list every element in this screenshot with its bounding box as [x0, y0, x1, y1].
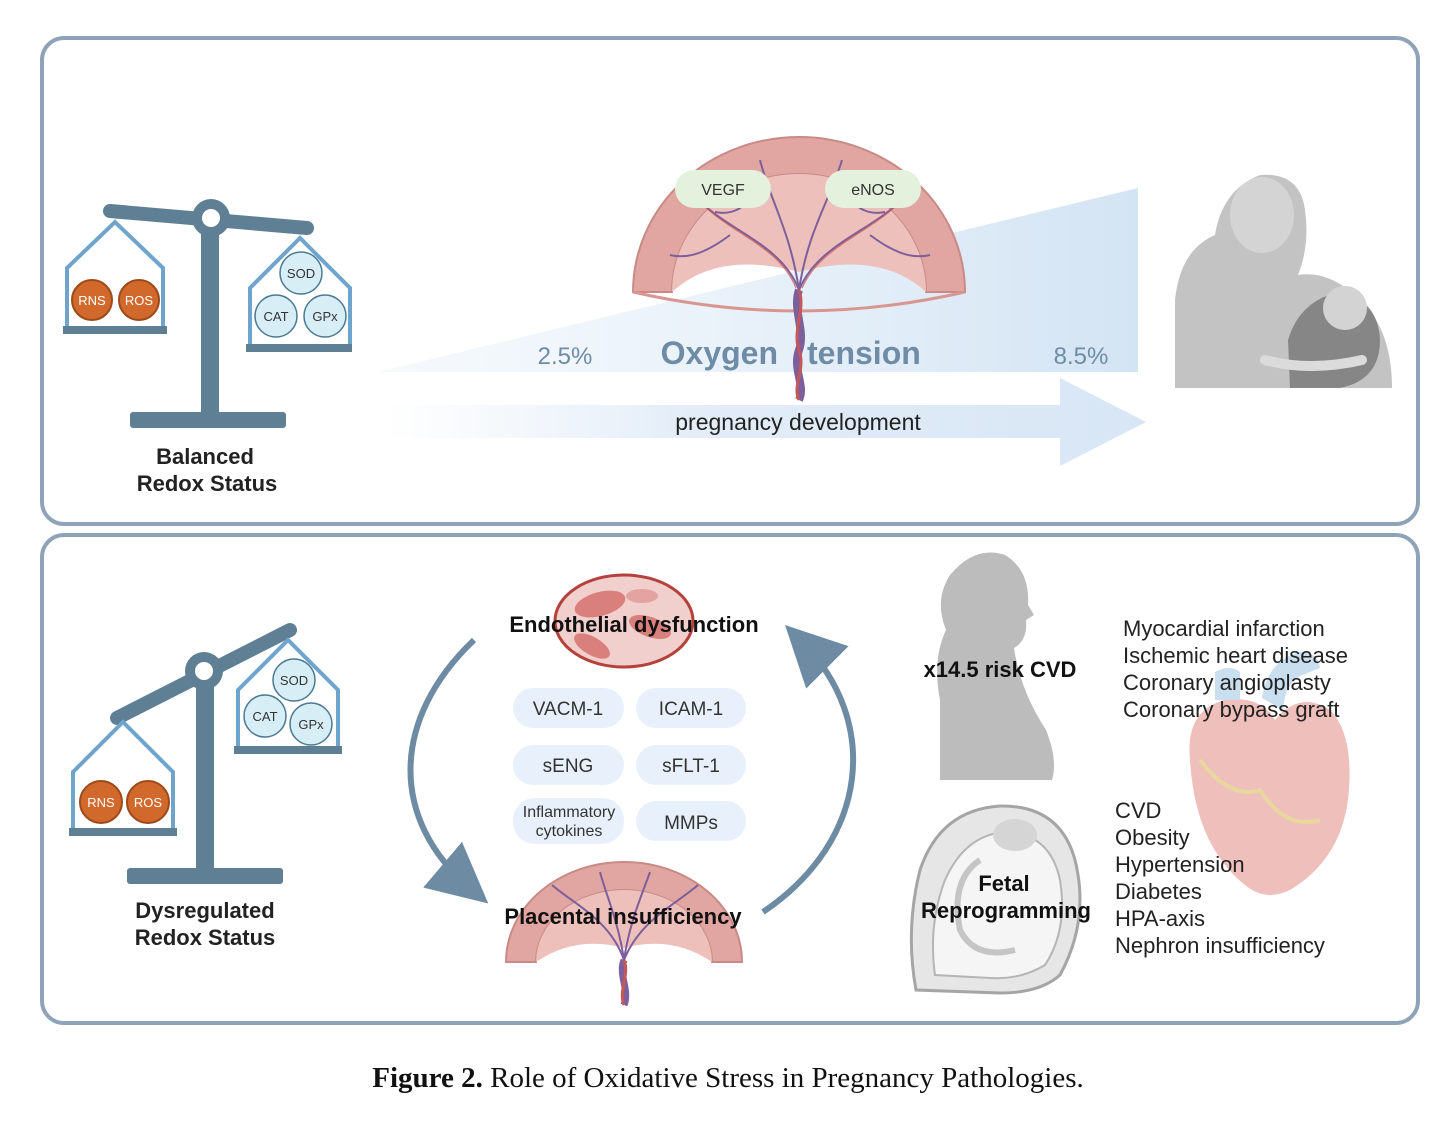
balanced-label-line1: Balanced — [156, 444, 254, 469]
fetal-outcome-item: HPA-axis — [1115, 906, 1205, 931]
sod-label: SOD — [280, 673, 308, 688]
figure-caption: Figure 2. Role of Oxidative Stress in Pr… — [0, 1062, 1456, 1095]
cytokines-label: cytokines — [536, 823, 603, 840]
sod-label: SOD — [287, 266, 315, 281]
placental-insufficiency-label: Placental insufficiency — [504, 904, 742, 929]
rns-molecule — [79, 780, 123, 824]
maternal-outcome-item: Ischemic heart disease — [1123, 643, 1348, 668]
cat-label: CAT — [263, 309, 288, 324]
fetal-outcome-item: Diabetes — [1115, 879, 1202, 904]
vegf-label: VEGF — [701, 182, 745, 199]
cat-label: CAT — [252, 709, 277, 724]
mmps-label: MMPs — [664, 813, 718, 834]
fetal-label-line2: Reprogramming — [921, 898, 1091, 923]
gpx-label: GPx — [312, 309, 338, 324]
maternal-outcomes-list: Myocardial infarction Ischemic heart dis… — [1123, 616, 1348, 722]
dysregulated-scale — [69, 623, 342, 884]
cat-molecule — [254, 294, 298, 338]
mother-baby-illustration — [1175, 174, 1392, 388]
fetal-outcome-item: CVD — [1115, 798, 1161, 823]
caption-text: Role of Oxidative Stress in Pregnancy Pa… — [482, 1062, 1084, 1094]
bottom-ros-group: RNS ROS — [79, 780, 170, 824]
fetal-outcome-item: Hypertension — [1115, 852, 1245, 877]
rns-label: RNS — [87, 795, 115, 810]
balanced-scale — [63, 199, 352, 428]
rns-molecule — [71, 279, 113, 321]
dysregulated-label-line1: Dysregulated — [135, 898, 274, 923]
caption-label: Figure 2. — [372, 1062, 483, 1094]
dysregulated-label-line2: Redox Status — [135, 925, 276, 950]
gpx-molecule — [289, 702, 333, 746]
oxygen-title-right: tension — [807, 335, 921, 371]
pregnancy-development-label: pregnancy development — [675, 409, 921, 435]
enos-badge: eNOS — [825, 170, 921, 208]
vegf-badge: VEGF — [675, 170, 771, 208]
ros-molecule — [118, 279, 160, 321]
pregnant-woman-illustration — [937, 552, 1054, 780]
cycle-arrow-right — [761, 625, 857, 915]
sod-molecule — [279, 251, 323, 295]
enos-label: eNOS — [851, 182, 895, 199]
marker-pills: VACM-1 ICAM-1 sENG sFLT-1 Inflammatory c… — [513, 688, 746, 844]
placenta-insufficient-illustration — [504, 861, 744, 1007]
oxygen-title-left: Oxygen — [661, 335, 778, 371]
fetal-outcomes-list: CVD Obesity Hypertension Diabetes HPA-ax… — [1115, 798, 1325, 958]
maternal-outcome-item: Coronary angioplasty — [1123, 670, 1331, 695]
balanced-label-line2: Redox Status — [137, 471, 278, 496]
ros-label: ROS — [134, 795, 163, 810]
gpx-molecule — [303, 294, 347, 338]
top-ros-group: RNS ROS — [71, 279, 160, 321]
endothelial-cell-illustration — [553, 573, 695, 669]
maternal-outcome-item: Myocardial infarction — [1123, 616, 1325, 641]
oxygen-low-value: 2.5% — [538, 343, 593, 370]
inflammatory-label: Inflammatory — [523, 804, 615, 821]
maternal-risk-label: x14.5 risk CVD — [924, 657, 1077, 682]
fetal-label-line1: Fetal — [978, 871, 1029, 896]
gpx-label: GPx — [298, 717, 324, 732]
cycle-arrow-left — [407, 637, 489, 904]
rns-label: RNS — [78, 293, 106, 308]
heart-illustration — [1189, 652, 1350, 895]
oxygen-high-value: 8.5% — [1054, 343, 1109, 370]
endothelial-dysfunction-label: Endothelial dysfunction — [509, 612, 758, 637]
vacm1-label: VACM-1 — [533, 699, 603, 720]
cat-molecule — [243, 694, 287, 738]
fetus-uterus-illustration — [909, 804, 1082, 995]
sflt1-label: sFLT-1 — [662, 756, 720, 777]
icam1-label: ICAM-1 — [659, 699, 723, 720]
seng-label: sENG — [543, 756, 594, 777]
fetal-outcome-item: Obesity — [1115, 825, 1190, 850]
ros-label: ROS — [125, 293, 154, 308]
ros-molecule — [126, 780, 170, 824]
sod-molecule — [272, 658, 316, 702]
pregnancy-development-arrow — [385, 378, 1146, 466]
bottom-antioxidant-group: SOD CAT GPx — [243, 658, 333, 746]
top-antioxidant-group: SOD CAT GPx — [254, 251, 347, 338]
fetal-outcome-item: Nephron insufficiency — [1115, 933, 1325, 958]
maternal-outcome-item: Coronary bypass graft — [1123, 697, 1339, 722]
